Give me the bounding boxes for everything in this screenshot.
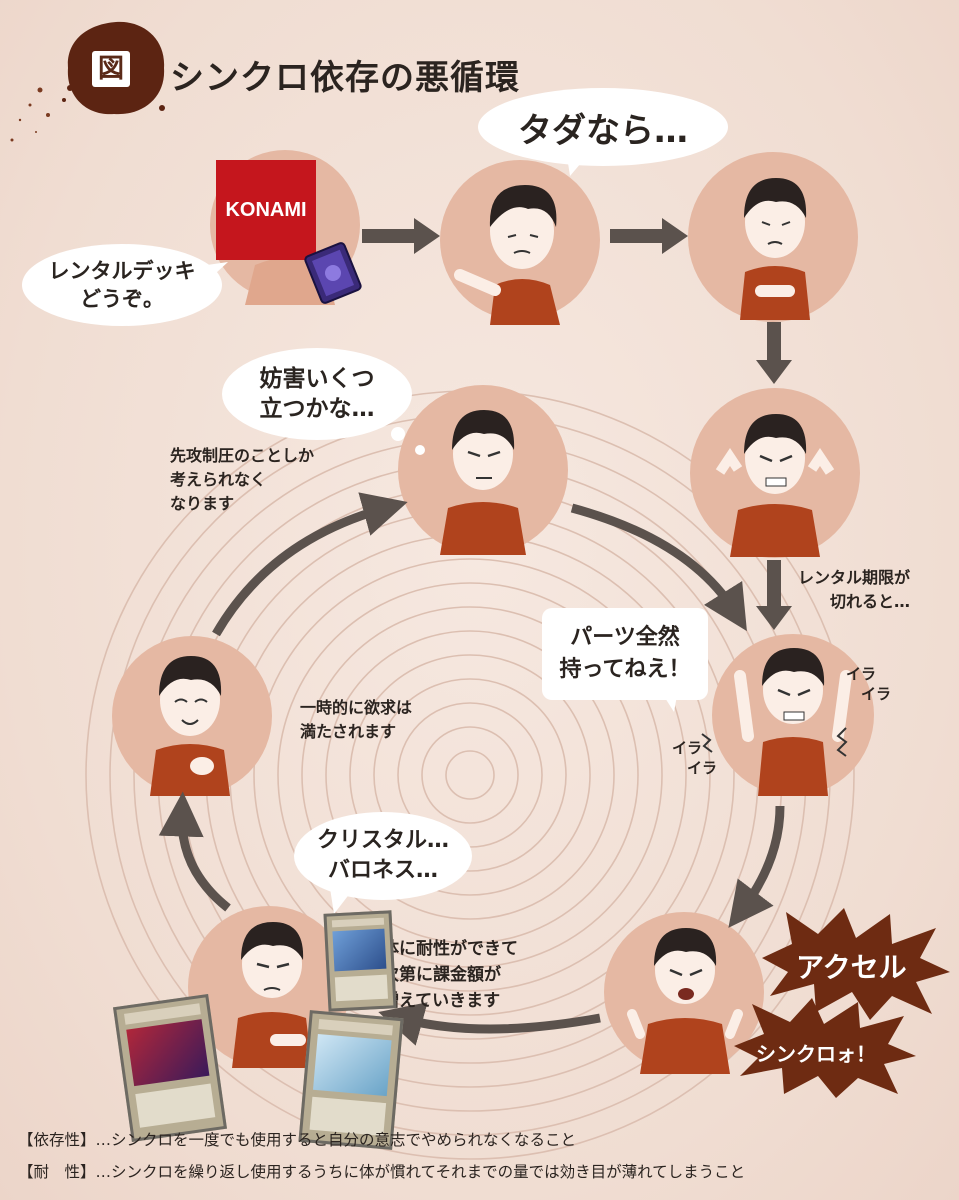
- thought-dots: [391, 427, 425, 455]
- arrow-rental-to-free: [362, 218, 440, 254]
- background-ring: [253, 558, 687, 992]
- note-satisfied: 一時的に欲求は 満たされます: [300, 698, 413, 741]
- person-free: [454, 185, 560, 325]
- footnote-tolerance: 【耐 性】…シンクロを繰り返し使用するうちに体が慣れてそれまでの量では効き目が薄…: [18, 1163, 746, 1181]
- burst-accel: [762, 908, 950, 1020]
- anger-squiggle: [701, 733, 713, 753]
- person-worried: [740, 178, 810, 320]
- person-frustrated: [734, 648, 852, 796]
- person-shouting: [627, 928, 743, 1074]
- bubble-crystal: クリスタル… バロネス…: [294, 812, 472, 900]
- bubble-parts-tail: [660, 690, 678, 712]
- irai-right: イラ イラ: [846, 665, 892, 703]
- bubble-parts: パーツ全然 持ってねえ！: [542, 608, 708, 700]
- irai-left: イラ イラ: [672, 739, 718, 777]
- background-ring: [301, 606, 639, 944]
- bubble-free: タダなら…: [478, 88, 728, 166]
- arrow-angry-to-frustrated: [756, 560, 792, 630]
- background-ring: [325, 630, 615, 920]
- burst-synchro: [734, 998, 916, 1098]
- bubble-free-tail: [566, 150, 592, 176]
- background-ring: [373, 678, 567, 872]
- person-angry: [715, 414, 835, 557]
- burst-synchro-text: シンクロォ！: [756, 1042, 876, 1066]
- arrow-free-to-worried: [610, 218, 688, 254]
- card-crystal: [323, 910, 397, 1012]
- bubble-crystal-tail: [330, 888, 354, 914]
- bubble-rental: レンタルデッキ どうぞ。: [22, 244, 222, 326]
- person-happy: [150, 656, 230, 796]
- konami-logo: KONAMI: [216, 160, 316, 260]
- note-tolerance: 体に耐性ができて 次第に課金額が 増えていきます: [382, 939, 518, 1011]
- anger-squiggle-right: [836, 727, 848, 757]
- person-thinking: [440, 410, 526, 555]
- deck-icon: [304, 242, 362, 304]
- page-title: シンクロ依存の悪循環: [170, 58, 520, 98]
- background-ring: [445, 750, 495, 800]
- background-ring: [349, 654, 591, 896]
- note-first-turn: 先攻制圧のことしか 考えられなく なります: [170, 446, 315, 513]
- person-tolerance: [232, 922, 312, 1068]
- arrow-worried-to-angry: [756, 322, 792, 384]
- burst-accel-text: アクセル: [796, 951, 907, 984]
- ink-splatter: [0, 60, 60, 180]
- bubble-rental-tail: [200, 262, 228, 284]
- card-baroness: [113, 993, 227, 1143]
- footnote-dependence: 【依存性】…シンクロを一度でも使用すると自分の意志でやめられなくなること: [18, 1131, 577, 1149]
- background-ring: [421, 726, 519, 824]
- background-ring: [277, 582, 663, 968]
- note-expire: レンタル期限が 切れると…: [798, 568, 911, 611]
- figure-icon: 図: [92, 51, 130, 87]
- bubble-think: 妨害いくつ 立つかな…: [222, 348, 412, 440]
